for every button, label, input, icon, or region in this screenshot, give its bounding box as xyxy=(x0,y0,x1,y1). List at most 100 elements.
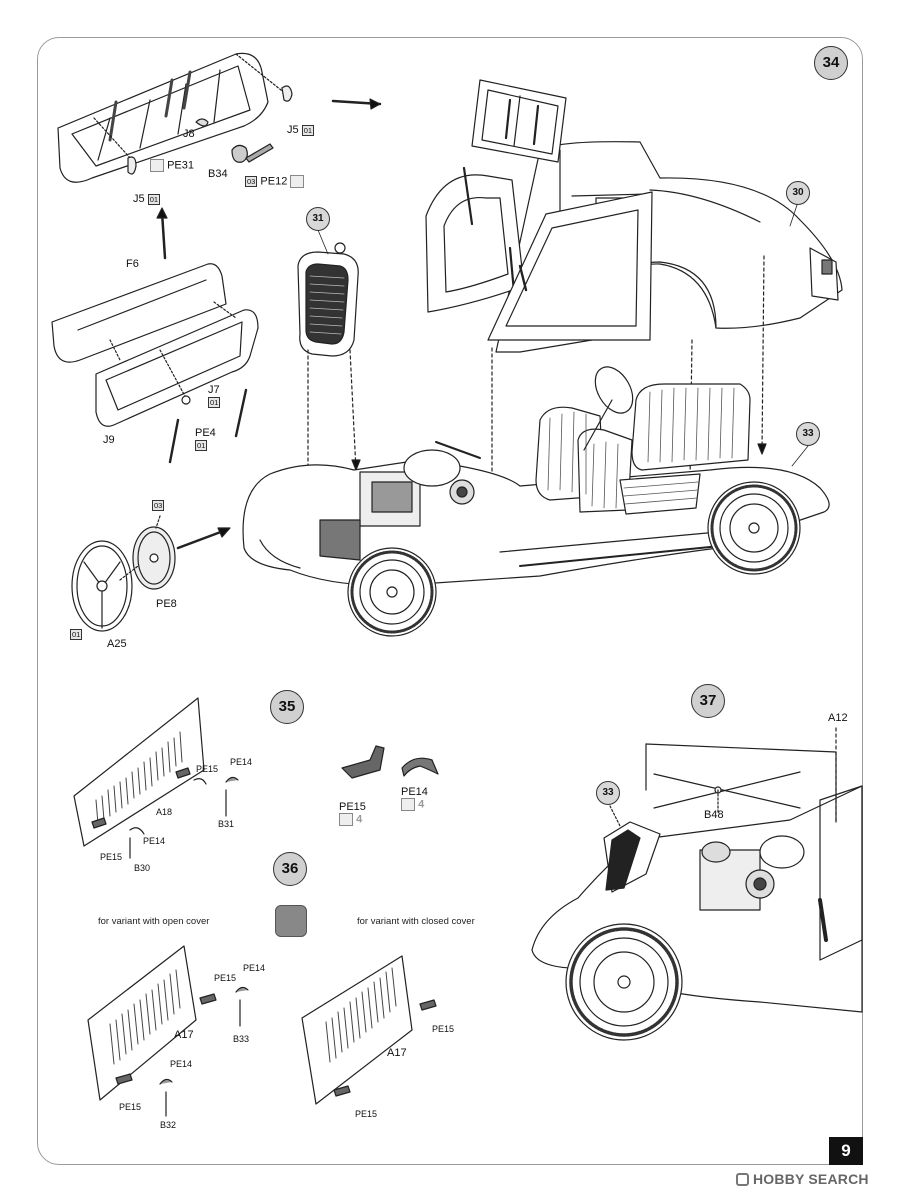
hood-a12 xyxy=(645,743,837,823)
engine xyxy=(319,441,481,561)
step-number-36: 36 xyxy=(273,852,307,886)
label-j5-top-text: J5 xyxy=(287,124,299,136)
label-j7-box: 01 xyxy=(208,396,221,408)
photo-etch-icon xyxy=(339,813,353,826)
watermark-text: HOBBY SEARCH xyxy=(753,1171,869,1187)
front-wheel-chassis xyxy=(347,547,437,637)
wiper-pe4 xyxy=(168,388,248,464)
rear-wheel-chassis xyxy=(707,481,801,575)
label-35-a18: A18 xyxy=(156,807,173,817)
photo-etch-icon xyxy=(150,159,164,172)
label-j5-top: J5 01 xyxy=(287,124,315,136)
label-pe8-box-text: 03 xyxy=(152,499,165,511)
label-37-b48: B48 xyxy=(704,809,724,821)
label-35-pe15-detail-text: PE15 xyxy=(339,801,366,813)
step-number-34: 34 xyxy=(814,46,848,80)
part-j7 xyxy=(181,395,191,405)
label-a25-box-text: 01 xyxy=(70,628,83,640)
label-j9: J9 xyxy=(103,434,115,446)
label-j5-left: J5 01 xyxy=(133,193,161,205)
part-pe12 xyxy=(245,143,274,163)
pe15-detail xyxy=(341,745,385,779)
label-f6: F6 xyxy=(126,258,139,270)
label-pe4: PE4 01 xyxy=(195,427,216,451)
label-36-a17-left: A17 xyxy=(174,1029,194,1041)
label-36-b33: B33 xyxy=(233,1034,250,1044)
label-a25-box: 01 xyxy=(70,628,83,640)
arrow-up xyxy=(160,210,167,260)
label-pe12-box: 03 xyxy=(245,176,258,187)
label-j7: J7 01 xyxy=(208,384,221,408)
arrow-to-car xyxy=(176,528,228,550)
callout-31: 31 xyxy=(306,207,330,231)
front-wheel-step37 xyxy=(565,923,683,1041)
page-frame xyxy=(37,37,863,1165)
steering-wheel-a25 xyxy=(71,540,133,632)
label-35-pe15-detail: PE15 4 xyxy=(339,801,366,826)
label-35-pe14-detail-text: PE14 xyxy=(401,786,428,798)
callout-33-step37: 33 xyxy=(596,781,620,805)
note-open-cover: for variant with open cover xyxy=(98,916,210,927)
label-35-pe15-b: PE15 xyxy=(100,852,123,862)
clip-j5-top xyxy=(281,85,293,102)
label-j8: J8 xyxy=(183,128,195,140)
label-pe31-text: PE31 xyxy=(167,159,194,172)
label-37-a12: A12 xyxy=(828,712,848,724)
label-pe12: 03 PE12 xyxy=(245,175,305,188)
label-36-a17-right: A17 xyxy=(387,1047,407,1059)
label-35-pe15-a: PE15 xyxy=(196,764,219,774)
label-pe8-box: 03 xyxy=(152,499,165,511)
callout-33-chassis: 33 xyxy=(796,422,820,446)
label-35-pe14-a: PE14 xyxy=(230,757,253,767)
door-left-open xyxy=(425,166,525,313)
label-b34: B34 xyxy=(208,168,228,180)
step-number-37: 37 xyxy=(691,684,725,718)
hood-panel-a17-closed xyxy=(301,955,437,1105)
label-pe4-text: PE4 xyxy=(195,427,216,439)
quantity-pe15: 4 xyxy=(356,813,363,826)
watermark: HOBBY SEARCH xyxy=(736,1171,869,1187)
note-closed-cover: for variant with closed cover xyxy=(357,916,475,927)
label-pe12-text: PE12 xyxy=(260,175,288,188)
photo-etch-icon xyxy=(290,175,305,188)
part-j8 xyxy=(195,118,209,127)
callout-30: 30 xyxy=(786,181,810,205)
page-number: 9 xyxy=(829,1137,863,1165)
quantity-pe14: 4 xyxy=(418,798,425,811)
label-36-pe14-a: PE14 xyxy=(243,963,266,973)
label-35-b30: B30 xyxy=(134,863,151,873)
top-cover-part xyxy=(57,52,287,183)
label-36-pe15-b: PE15 xyxy=(119,1102,142,1112)
windshield-f6 xyxy=(51,263,227,363)
label-pe31: PE31 xyxy=(150,159,194,172)
hood-panel-a18 xyxy=(73,697,239,859)
steering-wheel-installed xyxy=(583,366,634,451)
label-j5-left-text: J5 xyxy=(133,193,145,205)
door-windows-top xyxy=(471,79,567,163)
label-pe8: PE8 xyxy=(156,598,177,610)
label-36-pe15-d: PE15 xyxy=(355,1109,378,1119)
pe14-detail xyxy=(401,757,439,777)
label-36-pe15-a: PE15 xyxy=(214,973,237,983)
part-b34 xyxy=(231,144,248,163)
photo-etch-icon xyxy=(401,798,415,811)
windshield-frame-j9 xyxy=(95,301,259,427)
step-number-35: 35 xyxy=(270,690,304,724)
variant-options-icon xyxy=(275,905,307,937)
watermark-logo-icon xyxy=(736,1173,749,1186)
hood-panel-a17-open xyxy=(87,945,249,1117)
seats xyxy=(535,383,751,515)
label-pe4-box: 01 xyxy=(195,439,208,451)
label-35-b31: B31 xyxy=(218,819,235,829)
steering-wheel-pe8 xyxy=(132,526,176,590)
label-a25: A25 xyxy=(107,638,127,650)
label-35-pe14-b: PE14 xyxy=(143,836,166,846)
door-right-open xyxy=(487,191,653,341)
label-36-pe15-c: PE15 xyxy=(432,1024,455,1034)
label-j5-top-box: 01 xyxy=(301,124,315,136)
label-j7-text: J7 xyxy=(208,384,220,396)
label-36-b32: B32 xyxy=(160,1120,177,1130)
rod-b48 xyxy=(653,771,801,813)
label-36-pe14-b: PE14 xyxy=(170,1059,193,1069)
